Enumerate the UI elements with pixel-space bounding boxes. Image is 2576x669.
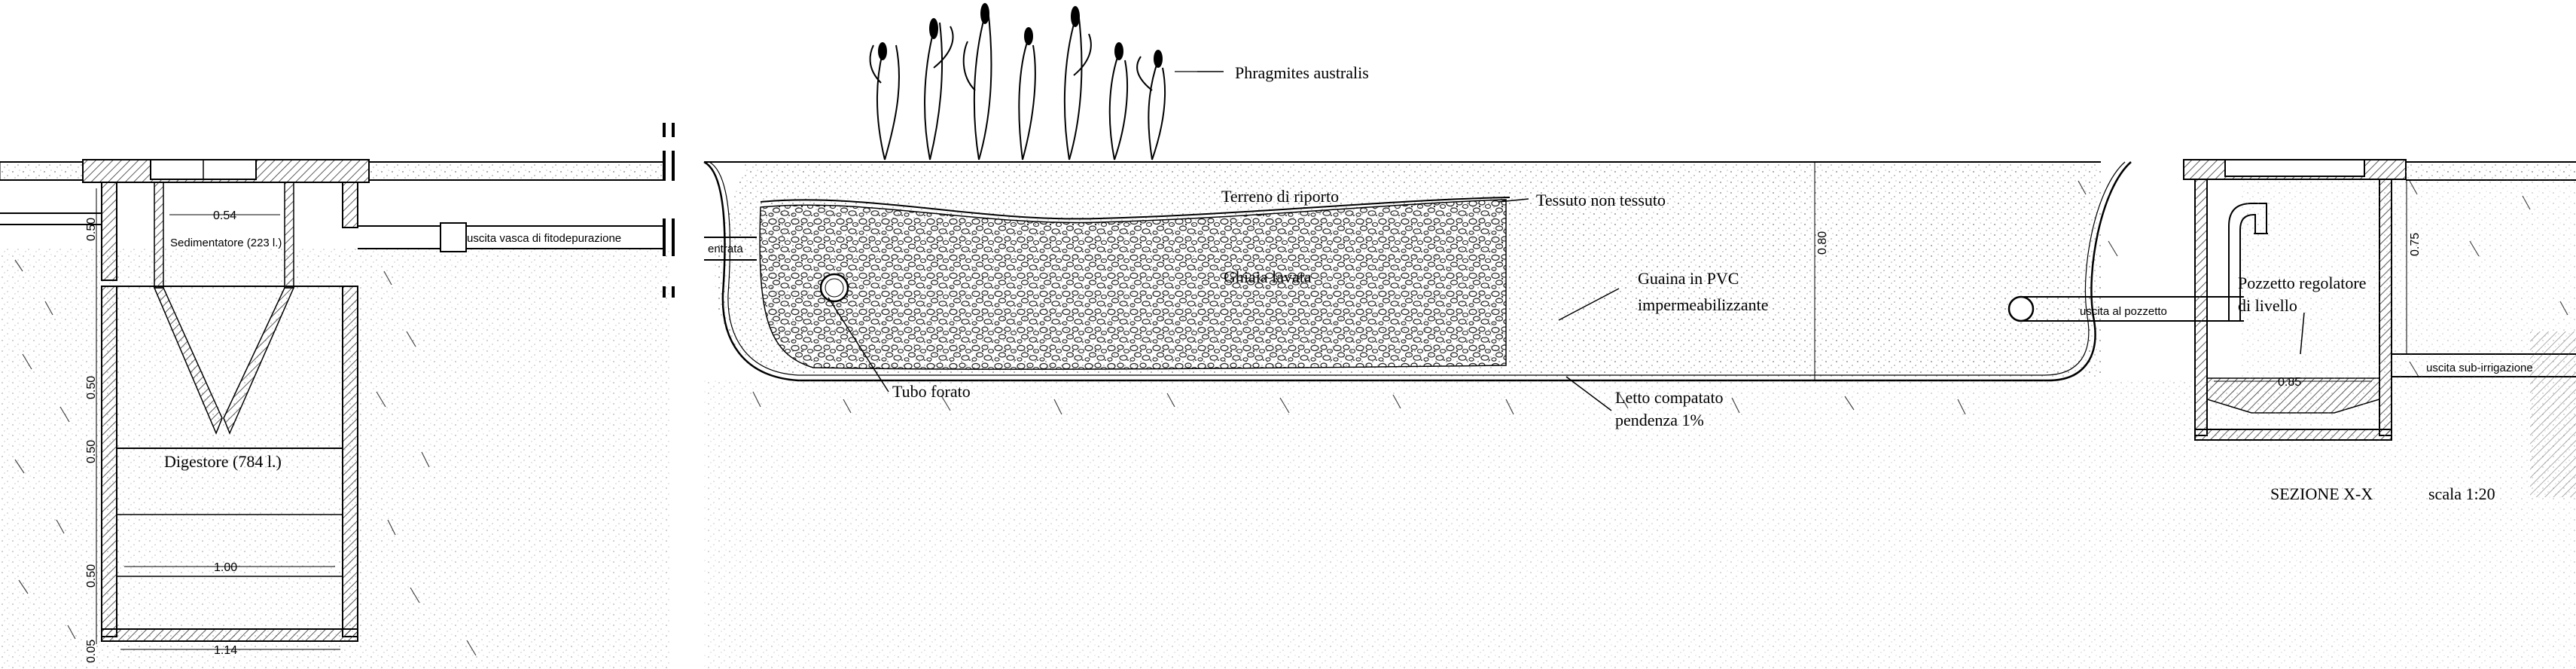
label-uscita-pozzetto: uscita al pozzetto	[2080, 305, 2167, 318]
septic-tank	[0, 159, 664, 650]
label-guaina-1: Guaina in PVC	[1638, 269, 1739, 288]
dim-050-a: 0.50	[85, 218, 98, 241]
leader-lines	[828, 71, 2305, 411]
dim-080: 0.80	[1816, 231, 1829, 255]
topsoil-mid	[369, 162, 664, 180]
reed-plants	[869, 8, 1197, 160]
label-tubo: Tubo forato	[892, 382, 971, 401]
label-uscita-vasca: uscita vasca di fitodepurazione	[467, 232, 621, 245]
soil-bed	[704, 380, 2240, 669]
label-terreno: Terreno di riporto	[1221, 187, 1339, 206]
dim-005: 0.05	[85, 640, 98, 663]
label-letto-2: pendenza 1%	[1615, 411, 1704, 429]
dim-085: 0.85	[2278, 376, 2301, 389]
soil-right	[2240, 180, 2576, 669]
dim-075: 0.75	[2409, 233, 2422, 256]
dim-114: 1.14	[214, 644, 237, 657]
label-phragmites: Phragmites australis	[1235, 63, 1369, 82]
label-ghiaia: Ghiaia lavata	[1224, 267, 1312, 286]
dim-100: 1.00	[214, 561, 237, 574]
reed-bed	[703, 160, 2244, 382]
topsoil-left	[0, 162, 83, 180]
dim-050-c: 0.50	[85, 440, 98, 463]
label-digestore: Digestore (784 l.)	[164, 452, 282, 471]
dim-050-b: 0.50	[85, 376, 98, 399]
soil-hatch-right	[2530, 331, 2576, 497]
label-guaina-2: impermeabilizzante	[1638, 295, 1768, 314]
label-pozzetto-1: Pozzetto regolatore	[2238, 273, 2366, 292]
reed-plumes	[878, 3, 1163, 68]
label-tessuto: Tessuto non tessuto	[1536, 191, 1666, 209]
section-title: SEZIONE X-X	[2270, 484, 2373, 503]
label-uscita-sub: uscita sub-irrigazione	[2426, 362, 2533, 374]
section-scale: scala 1:20	[2428, 484, 2495, 503]
topsoil-right	[2406, 162, 2576, 180]
break-marks	[663, 123, 675, 298]
soil-left	[0, 249, 670, 669]
label-letto-1: Letto compatato	[1615, 388, 1724, 407]
label-sedimentatore: Sedimentatore (223 l.)	[170, 237, 282, 249]
dim-054: 0.54	[213, 209, 236, 222]
label-pozzetto-2: di livello	[2238, 296, 2297, 315]
label-entrata: entrata	[708, 243, 743, 255]
dim-050-d: 0.50	[85, 564, 98, 588]
